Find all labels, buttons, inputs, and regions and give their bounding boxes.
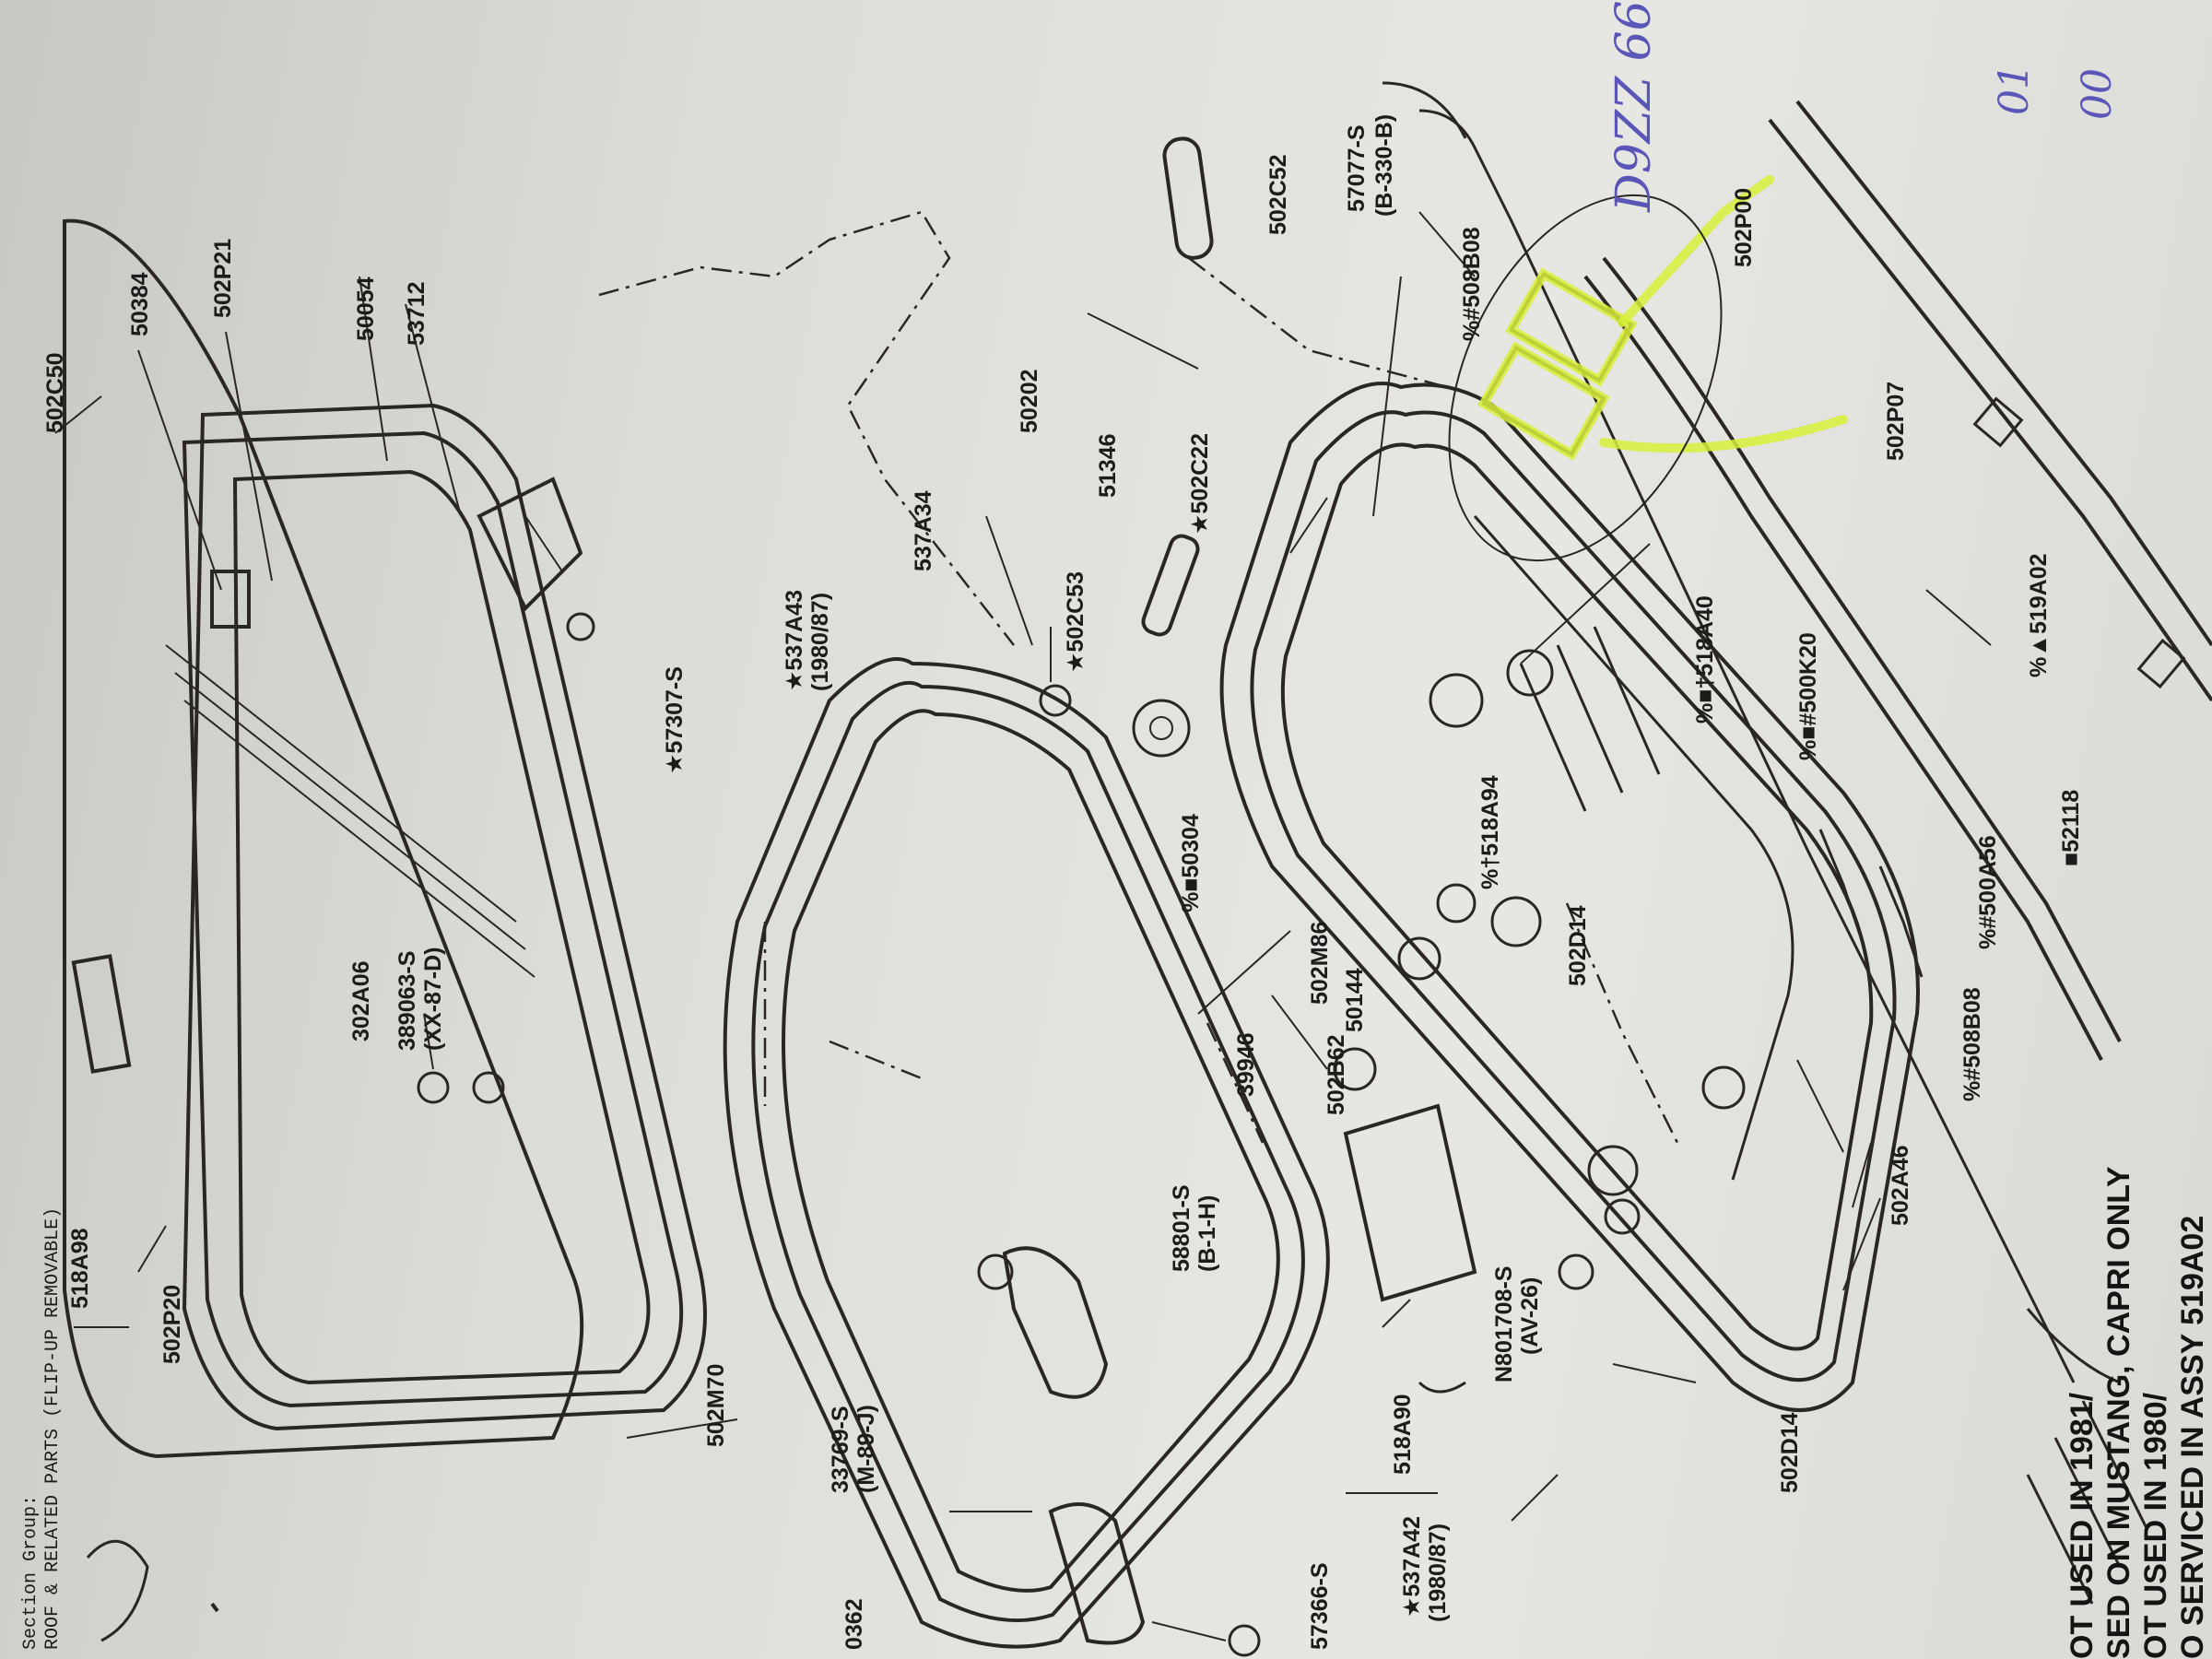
handwritten-annotations: D9ZZ 665 01 00	[86, 0, 2121, 1642]
label-502C52: 502C52	[1265, 154, 1291, 235]
label-500K20: %■#500K20	[1795, 632, 1821, 760]
handwritten-code: D9ZZ 665	[1606, 0, 1662, 213]
label-302A06: 302A06	[348, 960, 374, 1041]
label-58801-S: 58801-S	[1169, 1184, 1194, 1272]
label-518A98: 518A98	[67, 1228, 93, 1309]
glass-panel-frame	[63, 218, 707, 1459]
label-57307-S: ★57307-S	[662, 666, 688, 774]
handwritten-number-01: 01	[1991, 64, 2038, 115]
label-502P20: 502P20	[159, 1285, 185, 1364]
label-50304: %■50304	[1178, 814, 1204, 912]
label-508B08-top: %#508B08	[1459, 227, 1485, 341]
label-58801-S-sub: (B-1-H)	[1194, 1195, 1220, 1272]
label-502D14-mid: 502D14	[1565, 905, 1591, 986]
label-502B62: 502B62	[1324, 1034, 1349, 1115]
trim-strips	[1382, 81, 2212, 1383]
label-57366-S: 57366-S	[1307, 1562, 1333, 1650]
hardware-parts	[566, 136, 1924, 1657]
label-50384: 50384	[127, 272, 153, 336]
label-389063-S-sub: (XX-87-D)	[420, 947, 446, 1051]
label-537A43-sub: (1980/87)	[807, 593, 833, 691]
footnote-1: OT USED IN 1981/	[2065, 1392, 2100, 1659]
label-39946: 39946	[1233, 1032, 1259, 1097]
label-518A90: 518A90	[1390, 1394, 1416, 1475]
label-50054: 50054	[353, 276, 379, 341]
label-502P21: 502P21	[210, 239, 236, 318]
label-537A34: 537A34	[911, 490, 936, 571]
label-537A42-sub: (1980/87)	[1425, 1524, 1451, 1622]
highlighted-seal-parts	[1448, 175, 1848, 562]
label-N801708-S-sub: (AV-26)	[1517, 1277, 1543, 1355]
label-389063-S: 389063-S	[394, 951, 420, 1051]
header-line-group: Section Group:	[20, 1495, 41, 1650]
label-502P07: 502P07	[1883, 382, 1909, 461]
label-502M70: 502M70	[703, 1364, 729, 1447]
label-518A40: %■†518A40	[1692, 595, 1718, 724]
label-57077-S-sub: (B-330-B)	[1371, 114, 1397, 217]
footnote-2: SED ON MUSTANG, CAPRI ONLY	[2101, 1166, 2136, 1659]
label-502D14-bot: 502D14	[1777, 1412, 1803, 1493]
label-N801708-S: N801708-S	[1491, 1266, 1517, 1382]
roof-opening-frame	[1219, 382, 1920, 1412]
label-500A56: %#500A56	[1975, 835, 2001, 949]
part-labels: 502C50 50384 502P21 50054 53712 ★57307-S…	[42, 114, 2084, 1650]
label-50144: 50144	[1342, 968, 1368, 1032]
label-502C50: 502C50	[42, 352, 68, 433]
handwritten-number-00: 00	[2074, 68, 2121, 120]
label-502C22: ★502C22	[1187, 433, 1213, 535]
label-537A42: ★537A42	[1399, 1516, 1425, 1618]
label-50202: 50202	[1017, 369, 1042, 433]
label-518A94: %†518A94	[1477, 775, 1503, 889]
footnotes: OT USED IN 1981/ SED ON MUSTANG, CAPRI O…	[2065, 1166, 2210, 1659]
label-57077-S: 57077-S	[1344, 124, 1370, 212]
label-502P00: 502P00	[1731, 188, 1757, 267]
footnote-4: O SERVICED IN ASSY 519A02	[2175, 1216, 2210, 1659]
label-33769-S-sub: (M-89-J)	[853, 1405, 879, 1493]
label-0362: 0362	[841, 1598, 867, 1650]
label-33769-S: 33769-S	[828, 1406, 853, 1493]
footnote-3: OT USED IN 1980/	[2138, 1392, 2173, 1659]
header-line-title: ROOF & RELATED PARTS (FLIP-UP REMOVABLE)	[42, 1207, 64, 1650]
label-502A46: 502A46	[1888, 1145, 1913, 1226]
leader-lines	[54, 210, 2149, 1641]
weatherstrip-ring	[723, 657, 1330, 1649]
label-52118: ■52118	[2058, 790, 2084, 866]
label-519A02: %▲519A02	[2026, 553, 2052, 677]
label-537A43: ★537A43	[782, 590, 807, 691]
label-51346: 51346	[1095, 433, 1121, 498]
label-502C53: ★502C53	[1063, 571, 1088, 673]
label-502M86: 502M86	[1307, 922, 1333, 1005]
label-53712: 53712	[404, 281, 429, 346]
page-header: Section Group: ROOF & RELATED PARTS (FLI…	[20, 1207, 64, 1650]
label-508B08-bot: %#508B08	[1959, 987, 1985, 1101]
